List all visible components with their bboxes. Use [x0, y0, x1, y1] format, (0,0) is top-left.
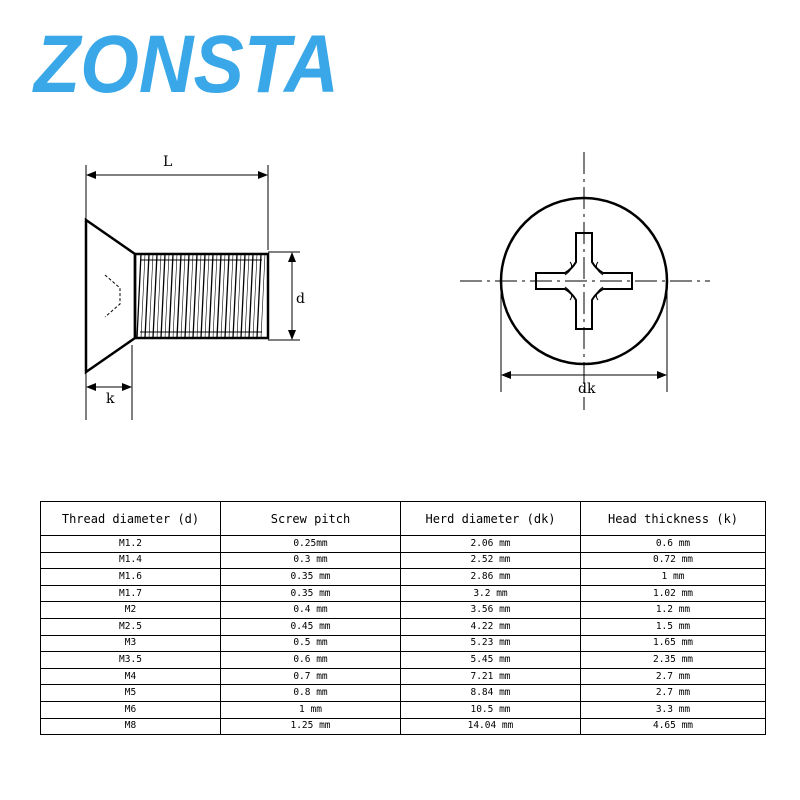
screw-technical-drawing: L d k dk [84, 152, 710, 420]
cell-pitch: 0.7 mm [220, 667, 401, 686]
cell-head-thickness: 1.02 mm [580, 584, 766, 603]
cell-head-diameter: 5.23 mm [400, 634, 581, 653]
brand-logo-text: ZONSTA [32, 19, 339, 108]
cell-thread: M5 [40, 684, 221, 702]
head-thickness-label: k [106, 391, 115, 407]
screw-head [84, 217, 137, 375]
side-view [84, 165, 300, 420]
cell-thread: M6 [40, 700, 221, 719]
cell-head-thickness: 1 mm [580, 568, 766, 586]
cell-head-thickness: 2.7 mm [580, 684, 766, 702]
diameter-label: d [296, 291, 305, 307]
cell-head-diameter: 7.21 mm [400, 667, 581, 686]
cell-thread: M2.5 [40, 617, 221, 636]
cell-thread: M8 [40, 717, 221, 736]
head-diameter-label: dk [578, 381, 596, 397]
cell-pitch: 0.25mm [220, 535, 401, 553]
cell-head-thickness: 1.65 mm [580, 634, 766, 653]
cell-pitch: 0.6 mm [220, 651, 401, 669]
cell-head-thickness: 1.5 mm [580, 617, 766, 636]
cell-pitch: 0.4 mm [220, 601, 401, 619]
cell-head-diameter: 4.22 mm [400, 617, 581, 636]
cell-thread: M1.6 [40, 568, 221, 586]
cell-pitch: 0.5 mm [220, 634, 401, 653]
cell-head-thickness: 0.6 mm [580, 535, 766, 553]
header-thread-diameter: Thread diameter (d) [40, 501, 221, 536]
cell-head-thickness: 0.72 mm [580, 551, 766, 570]
cell-thread: M1.7 [40, 584, 221, 603]
header-screw-pitch: Screw pitch [220, 501, 401, 536]
cell-pitch: 0.35 mm [220, 584, 401, 603]
cell-head-thickness: 1.2 mm [580, 601, 766, 619]
header-head-thickness: Head thickness (k) [580, 501, 766, 536]
cell-head-diameter: 2.86 mm [400, 568, 581, 586]
head-circle [499, 196, 669, 366]
cell-head-diameter: 2.52 mm [400, 551, 581, 570]
spec-table: Thread diameter (d) Screw pitch Herd dia… [40, 501, 766, 736]
cell-head-thickness: 2.7 mm [580, 667, 766, 686]
cell-head-diameter: 2.06 mm [400, 535, 581, 553]
brand-logo: ZONSTA [32, 19, 339, 108]
cell-head-diameter: 3.56 mm [400, 601, 581, 619]
length-label: L [163, 154, 172, 170]
cell-pitch: 1.25 mm [220, 717, 401, 736]
cell-pitch: 0.3 mm [220, 551, 401, 570]
cell-thread: M1.4 [40, 551, 221, 570]
cell-thread: M2 [40, 601, 221, 619]
screw-threads [136, 253, 266, 339]
cell-head-diameter: 5.45 mm [400, 651, 581, 669]
cell-pitch: 1 mm [220, 700, 401, 719]
cell-head-thickness: 4.65 mm [580, 717, 766, 736]
cell-head-thickness: 2.35 mm [580, 651, 766, 669]
cell-head-diameter: 10.5 mm [400, 700, 581, 719]
cell-head-diameter: 3.2 mm [400, 584, 581, 603]
cell-pitch: 0.45 mm [220, 617, 401, 636]
cell-head-diameter: 8.84 mm [400, 684, 581, 702]
cell-thread: M3.5 [40, 651, 221, 669]
cell-head-diameter: 14.04 mm [400, 717, 581, 736]
cell-pitch: 0.8 mm [220, 684, 401, 702]
cell-thread: M3 [40, 634, 221, 653]
cell-head-thickness: 3.3 mm [580, 700, 766, 719]
phillips-recess [535, 232, 633, 330]
cell-thread: M1.2 [40, 535, 221, 553]
cell-thread: M4 [40, 667, 221, 686]
top-view [460, 152, 710, 410]
table-header-row: Thread diameter (d) Screw pitch Herd dia… [40, 501, 766, 536]
header-head-diameter: Herd diameter (dk) [400, 501, 581, 536]
cell-pitch: 0.35 mm [220, 568, 401, 586]
